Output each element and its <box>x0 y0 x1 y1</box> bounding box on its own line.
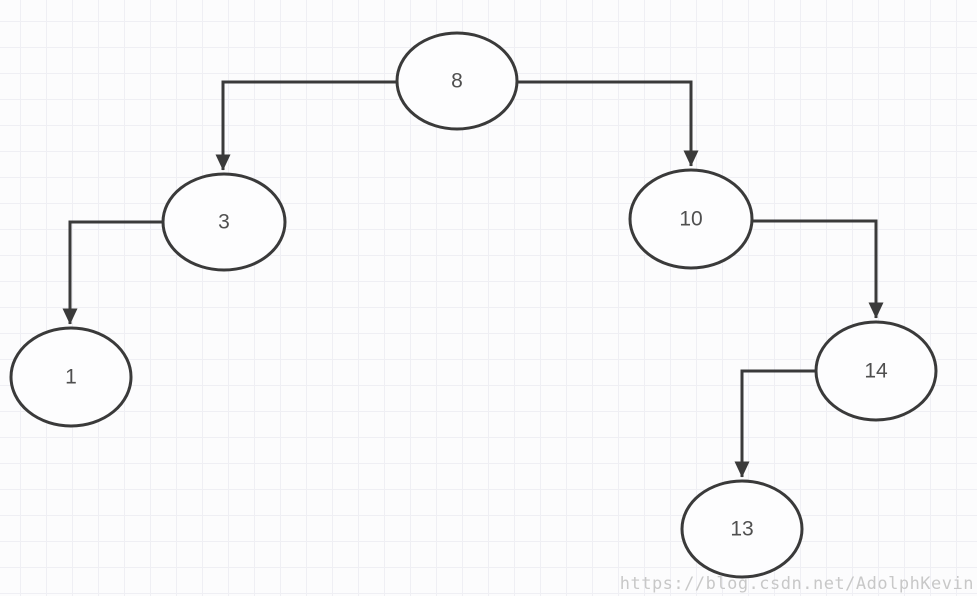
tree-node-3: 3 <box>161 172 287 272</box>
tree-nodes-layer: 8 3 10 1 14 13 <box>9 31 938 579</box>
tree-edge-3-1 <box>62 220 163 325</box>
tree-edge-8-10 <box>517 80 699 167</box>
tree-edge-8-3 <box>215 80 397 171</box>
tree-node-label-13: 13 <box>730 518 753 541</box>
tree-node-ellipse-3 <box>161 172 287 272</box>
tree-node-1: 1 <box>9 326 133 428</box>
tree-node-ellipse-10 <box>628 168 754 270</box>
tree-node-label-14: 14 <box>864 360 888 383</box>
tree-node-14: 14 <box>814 320 938 422</box>
tree-node-label-10: 10 <box>679 208 702 231</box>
tree-node-ellipse-13 <box>680 479 804 579</box>
tree-node-label-8: 8 <box>451 70 463 93</box>
tree-node-ellipse-1 <box>9 326 133 428</box>
tree-edge-10-14 <box>752 219 884 319</box>
tree-node-8: 8 <box>395 31 519 131</box>
tree-node-label-3: 3 <box>218 211 230 234</box>
tree-node-13: 13 <box>680 479 804 579</box>
tree-edge-14-13 <box>734 369 816 478</box>
tree-node-ellipse-14 <box>814 320 938 422</box>
tree-node-10: 10 <box>628 168 754 270</box>
tree-node-label-1: 1 <box>65 366 77 389</box>
tree-edges-layer <box>62 80 884 478</box>
tree-node-ellipse-8 <box>395 31 519 131</box>
